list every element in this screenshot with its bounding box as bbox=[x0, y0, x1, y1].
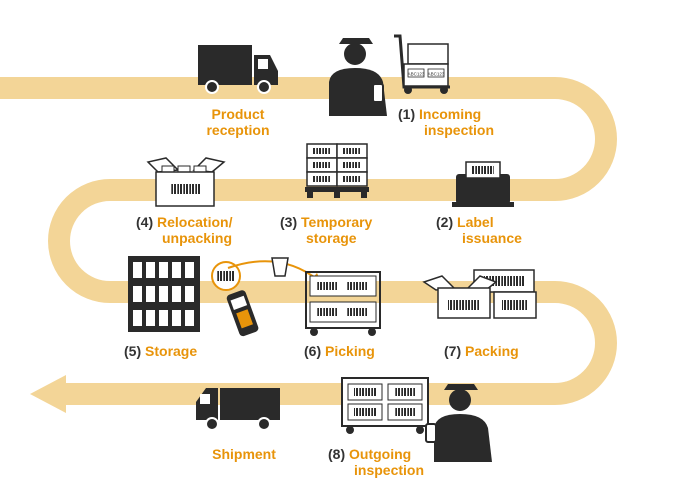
outgoing-worker-icon bbox=[425, 384, 492, 462]
outgoing-cart-icon bbox=[341, 377, 429, 434]
step-label-shipment: Shipment bbox=[212, 446, 276, 462]
step-label-storage: (5) Storage bbox=[124, 343, 198, 359]
step-label-temporary-storage: (3) Temporary storage bbox=[280, 214, 373, 246]
packed-box-icon bbox=[422, 269, 537, 319]
cup-icon bbox=[271, 257, 289, 277]
truck-icon bbox=[198, 45, 278, 94]
step-label-label-issuance: (2) Label issuance bbox=[436, 214, 522, 246]
step-label-picking: (6) Picking bbox=[304, 343, 375, 359]
flow-arrowhead bbox=[30, 375, 66, 413]
handheld-scanner-icon bbox=[211, 261, 259, 337]
hand-cart-icon: ABC123 ABC123 bbox=[394, 34, 450, 94]
worker-icon bbox=[329, 38, 387, 116]
label-printer-icon bbox=[452, 161, 514, 207]
step-label-product-reception: Product reception bbox=[206, 106, 270, 138]
open-box-icon bbox=[146, 157, 226, 207]
pallet-icon bbox=[305, 143, 369, 198]
box-label-right: ABC123 bbox=[428, 72, 445, 77]
picking-cart-icon bbox=[305, 271, 381, 336]
flow-path bbox=[0, 77, 617, 413]
shipment-truck-icon bbox=[196, 388, 280, 431]
step-label-incoming-inspection: (1) Incoming inspection bbox=[398, 106, 495, 138]
storage-shelf-icon bbox=[128, 256, 200, 332]
step-label-outgoing-inspection: (8) Outgoing inspection bbox=[328, 446, 425, 478]
step-label-packing: (7) Packing bbox=[444, 343, 519, 359]
step-label-relocation-unpacking: (4) Relocation/ unpacking bbox=[136, 214, 233, 246]
box-label-left: ABC123 bbox=[408, 72, 425, 77]
